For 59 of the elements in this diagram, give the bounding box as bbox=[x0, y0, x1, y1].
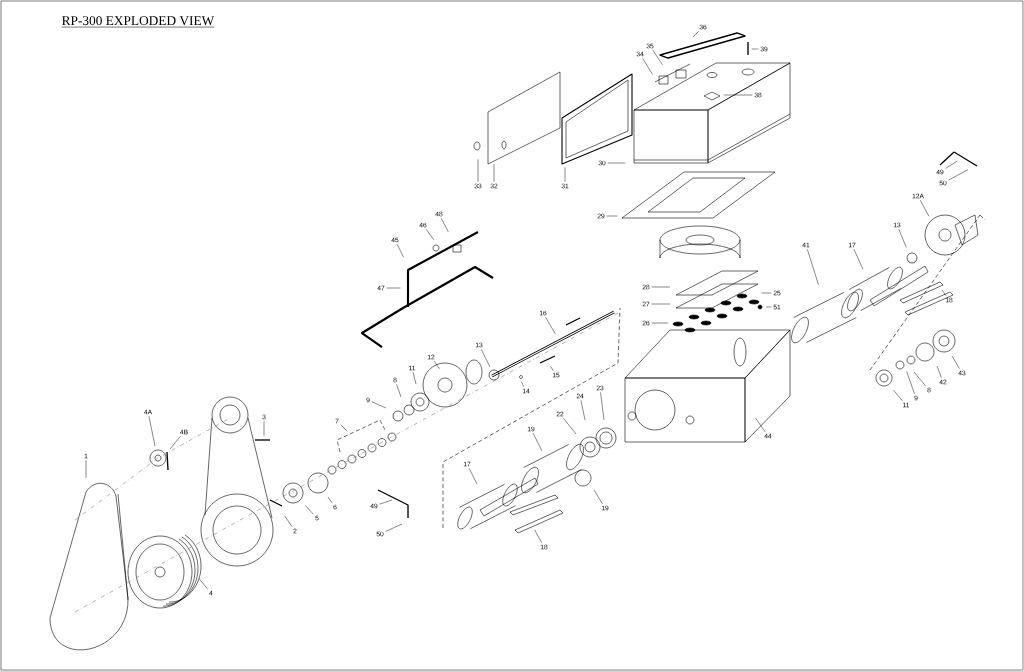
leader-line bbox=[441, 218, 449, 233]
leader-line bbox=[765, 306, 772, 308]
leader-line bbox=[371, 401, 387, 409]
leader-line bbox=[755, 417, 766, 433]
leader-line bbox=[521, 381, 525, 388]
leader-line bbox=[396, 384, 402, 398]
leader-line bbox=[751, 48, 759, 50]
leader-line bbox=[263, 421, 265, 436]
leader-line bbox=[545, 317, 556, 335]
leader-line bbox=[340, 424, 348, 432]
leader-line bbox=[807, 248, 819, 285]
leader-line bbox=[477, 159, 479, 182]
leader-line bbox=[607, 162, 626, 164]
title: RP-300 EXPLODED VIEW bbox=[61, 16, 215, 28]
leader-line bbox=[468, 467, 478, 485]
leader-line bbox=[433, 361, 440, 369]
leader-line bbox=[945, 160, 958, 169]
leader-line bbox=[651, 303, 671, 305]
leader-line bbox=[386, 287, 401, 289]
leader-line bbox=[941, 289, 947, 296]
leader-line bbox=[480, 349, 491, 368]
leader-line bbox=[169, 435, 181, 450]
leader-line bbox=[951, 355, 960, 369]
leader-line bbox=[652, 50, 663, 65]
leader-line bbox=[761, 292, 772, 294]
leader-line bbox=[396, 244, 404, 258]
leader-line bbox=[199, 578, 208, 590]
leader-line bbox=[379, 499, 393, 505]
leader-line bbox=[906, 371, 915, 394]
leader-line bbox=[327, 496, 333, 503]
leader-line bbox=[723, 94, 753, 96]
leader-line bbox=[305, 505, 314, 515]
leader-line bbox=[692, 31, 699, 38]
leader-line bbox=[85, 459, 87, 479]
leader-line bbox=[563, 418, 577, 435]
leader-line bbox=[593, 489, 603, 504]
leader-line bbox=[412, 371, 417, 385]
leader-line bbox=[534, 529, 542, 543]
leader-line bbox=[550, 366, 554, 371]
leader-line bbox=[564, 167, 566, 182]
leader-line bbox=[532, 433, 543, 452]
leader-line bbox=[898, 229, 907, 248]
leader-line bbox=[493, 163, 495, 182]
leader-line bbox=[600, 392, 605, 421]
leader-line bbox=[893, 389, 903, 402]
leader-line bbox=[913, 371, 926, 386]
leader-line bbox=[651, 322, 669, 324]
leader-line bbox=[425, 229, 435, 241]
leader-line bbox=[148, 415, 156, 447]
leader-line bbox=[284, 515, 293, 527]
leader-line bbox=[606, 215, 618, 217]
leader-line bbox=[580, 400, 586, 421]
leader-line bbox=[936, 365, 942, 378]
leader-line bbox=[948, 169, 969, 181]
leader-line bbox=[920, 200, 930, 217]
leader-line bbox=[853, 248, 864, 270]
leader-line bbox=[642, 58, 653, 75]
leader-line bbox=[651, 286, 671, 288]
leader-line bbox=[385, 523, 403, 532]
